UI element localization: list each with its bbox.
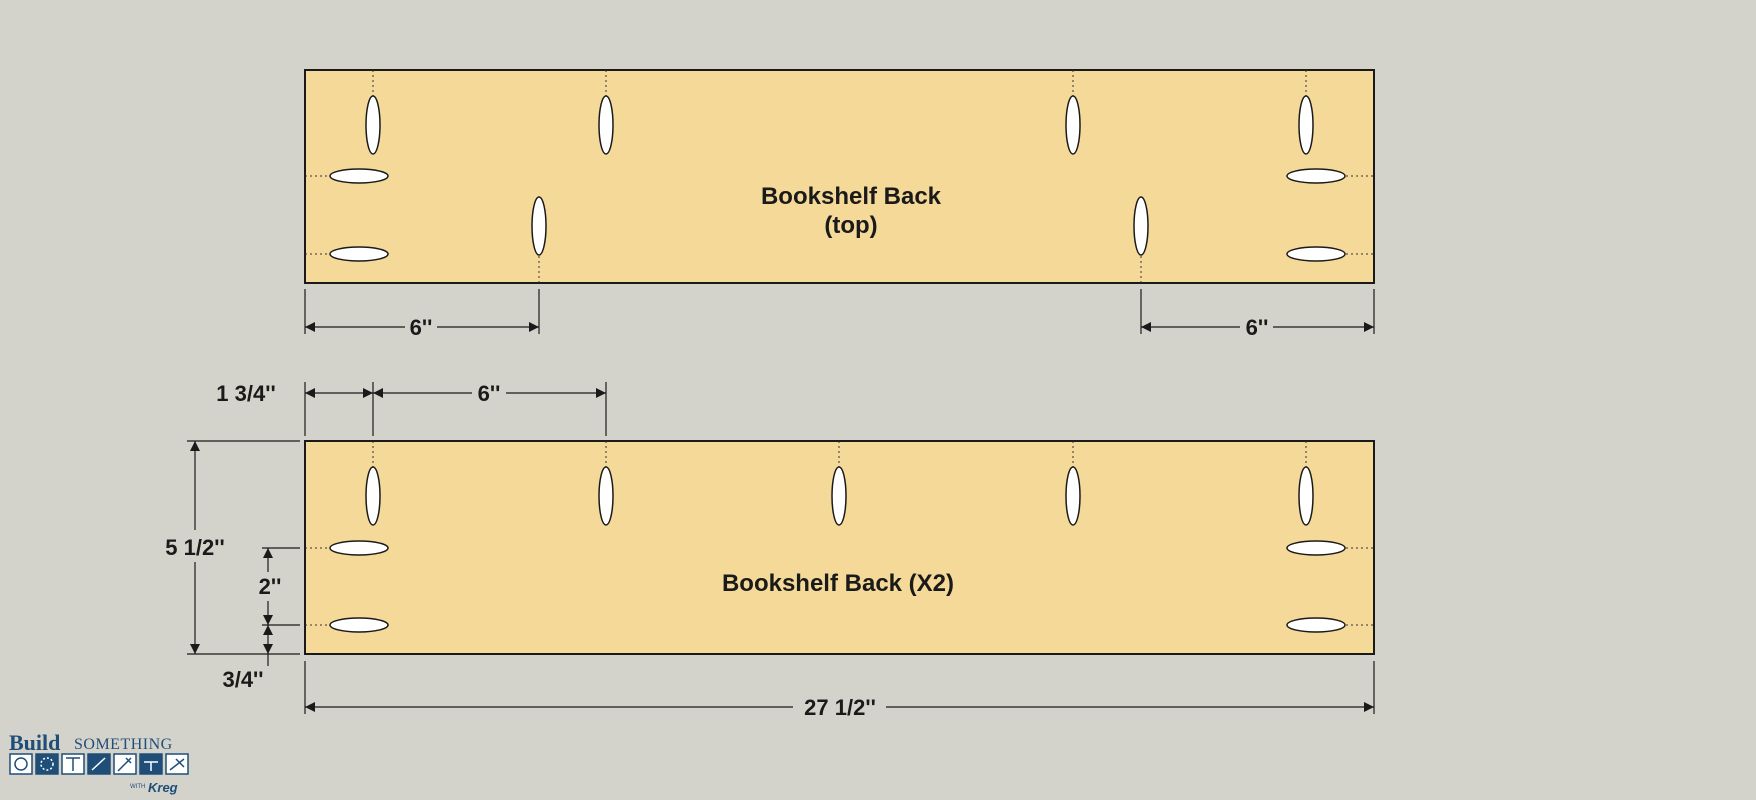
pocket-hole	[329, 168, 389, 184]
pocket-hole	[1286, 168, 1346, 184]
dim-side-hole-edge: 3/4''	[222, 667, 263, 692]
board-top-panel	[304, 69, 1375, 284]
logo-with-text: WITH	[130, 784, 145, 790]
dim-top-left-spacing: 6''	[410, 315, 433, 340]
board-top-subtitle: (top)	[824, 212, 877, 239]
logo-kreg-text: Kreg	[148, 780, 178, 795]
pocket-hole	[329, 617, 389, 633]
pocket-hole	[329, 540, 389, 556]
top-board-dimensions	[304, 289, 1375, 334]
pocket-hole	[1286, 617, 1346, 633]
pocket-hole	[831, 466, 847, 526]
pocket-hole	[1298, 95, 1314, 155]
board-top-guides	[305, 70, 1374, 283]
dim-board-width: 5 1/2''	[165, 535, 224, 560]
logo-tool-icons	[9, 753, 189, 775]
pocket-hole	[1298, 466, 1314, 526]
pocket-hole	[598, 95, 614, 155]
board-top: Bookshelf Back (top)	[304, 69, 1375, 284]
pocket-hole	[365, 466, 381, 526]
board-top-title: Bookshelf Back	[761, 183, 942, 210]
pocket-hole	[1065, 95, 1081, 155]
pocket-hole	[1065, 466, 1081, 526]
board-main-guides	[305, 441, 1374, 626]
logo-build-text: Build	[9, 730, 60, 755]
dim-edge-offset: 1 3/4''	[216, 381, 275, 406]
main-board-length-dimension	[304, 661, 1375, 714]
main-board-width-dimension	[187, 440, 300, 655]
dim-board-length: 27 1/2''	[804, 695, 876, 720]
dim-top-right-spacing: 6''	[1246, 315, 1269, 340]
board-main: Bookshelf Back (X2)	[304, 440, 1375, 655]
dim-hole-spacing: 6''	[478, 381, 501, 406]
pocket-hole	[329, 246, 389, 262]
pocket-hole	[1133, 196, 1149, 256]
pocket-hole	[598, 466, 614, 526]
main-board-side-hole-dimensions	[262, 547, 300, 666]
build-something-logo: Build SOMETHING WITH Kreg	[9, 730, 189, 795]
pocket-hole	[1286, 540, 1346, 556]
pocket-hole	[365, 95, 381, 155]
pocket-hole	[531, 196, 547, 256]
board-main-title: Bookshelf Back (X2)	[722, 570, 954, 597]
logo-something-text: SOMETHING	[74, 736, 173, 753]
pocket-hole	[1286, 246, 1346, 262]
dim-side-hole-spacing: 2''	[259, 574, 282, 599]
main-board-top-dimensions	[304, 382, 607, 436]
